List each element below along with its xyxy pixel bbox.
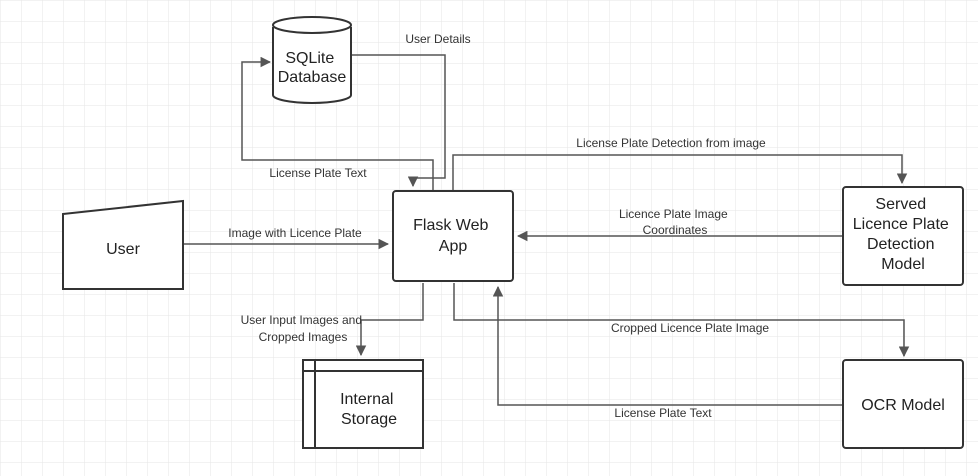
detect-box bbox=[842, 186, 964, 286]
node-detect: Served Licence Plate Detection Model bbox=[842, 186, 964, 286]
db-cylinder-top bbox=[272, 16, 352, 34]
flask-box bbox=[392, 190, 514, 282]
storage-label-line: Internal bbox=[340, 391, 393, 408]
node-ocr: OCR Model bbox=[842, 359, 964, 449]
edge-label-plate-text-db: License Plate Text bbox=[269, 166, 367, 180]
db-label-line: Database bbox=[278, 69, 347, 86]
ocr-label-line: OCR Model bbox=[861, 397, 945, 414]
edge-plate-text-ocr bbox=[492, 285, 843, 406]
ocr-box bbox=[842, 359, 964, 449]
detect-label: Served Licence Plate Detection Model bbox=[853, 196, 954, 273]
edge-label-cropped-image: Cropped Licence Plate Image bbox=[611, 321, 769, 335]
flask-label: Flask Web App bbox=[413, 217, 493, 255]
db-cylinder-body bbox=[272, 27, 352, 104]
edge-label-line: Image with Licence Plate bbox=[228, 226, 362, 240]
edge-labels: User Details License Plate Text License … bbox=[228, 32, 769, 420]
node-flask: Flask Web App bbox=[392, 190, 514, 282]
edge-label-line: User Details bbox=[405, 32, 470, 46]
edge-label-line: Coordinates bbox=[643, 223, 708, 237]
db-label: SQLite Database bbox=[278, 50, 347, 86]
detect-label-line: Licence Plate bbox=[853, 216, 949, 233]
edge-label-plate-coords: Licence Plate Image Coordinates bbox=[619, 207, 731, 237]
edge-label-input-images: User Input Images and Cropped Images bbox=[241, 313, 366, 344]
edge-cropped-image bbox=[453, 283, 910, 358]
flask-label-line: App bbox=[439, 238, 468, 255]
edge-label-line: License Plate Text bbox=[614, 406, 712, 420]
storage-label: Internal Storage bbox=[340, 391, 398, 428]
edge-label-user-details: User Details bbox=[405, 32, 470, 46]
edge-user-details bbox=[352, 54, 446, 188]
ocr-label: OCR Model bbox=[861, 397, 945, 414]
edge-label-plate-text-ocr: License Plate Text bbox=[614, 406, 712, 420]
node-user: User bbox=[62, 199, 184, 290]
edge-label-line: Licence Plate Image bbox=[619, 207, 728, 221]
detect-label-line: Detection bbox=[867, 236, 935, 253]
edge-plate-text-db bbox=[241, 56, 434, 192]
edge-label-line: User Input Images and bbox=[241, 313, 362, 327]
storage-box bbox=[302, 359, 424, 449]
user-manual-input-shape bbox=[62, 199, 184, 290]
user-label-line: User bbox=[106, 241, 140, 258]
node-db: SQLite Database bbox=[272, 16, 352, 104]
edge-label-detect-from-image: License Plate Detection from image bbox=[576, 136, 766, 150]
edge-detect-from-image bbox=[452, 154, 908, 192]
edge-label-line: License Plate Detection from image bbox=[576, 136, 766, 150]
user-label: User bbox=[106, 241, 140, 258]
edge-label-line: License Plate Text bbox=[269, 166, 367, 180]
edge-input-images bbox=[355, 283, 424, 357]
detect-label-line: Served bbox=[875, 196, 926, 213]
edge-label-line: Cropped Images bbox=[259, 330, 348, 344]
edge-label-line: Cropped Licence Plate Image bbox=[611, 321, 769, 335]
edges bbox=[183, 54, 910, 406]
flask-label-line: Flask Web bbox=[413, 217, 488, 234]
storage-label-line: Storage bbox=[341, 411, 397, 428]
detect-label-line: Model bbox=[881, 256, 925, 273]
node-storage: Internal Storage bbox=[302, 359, 424, 449]
edge-label-image-with-plate: Image with Licence Plate bbox=[228, 226, 362, 240]
db-label-line: SQLite bbox=[285, 50, 334, 67]
